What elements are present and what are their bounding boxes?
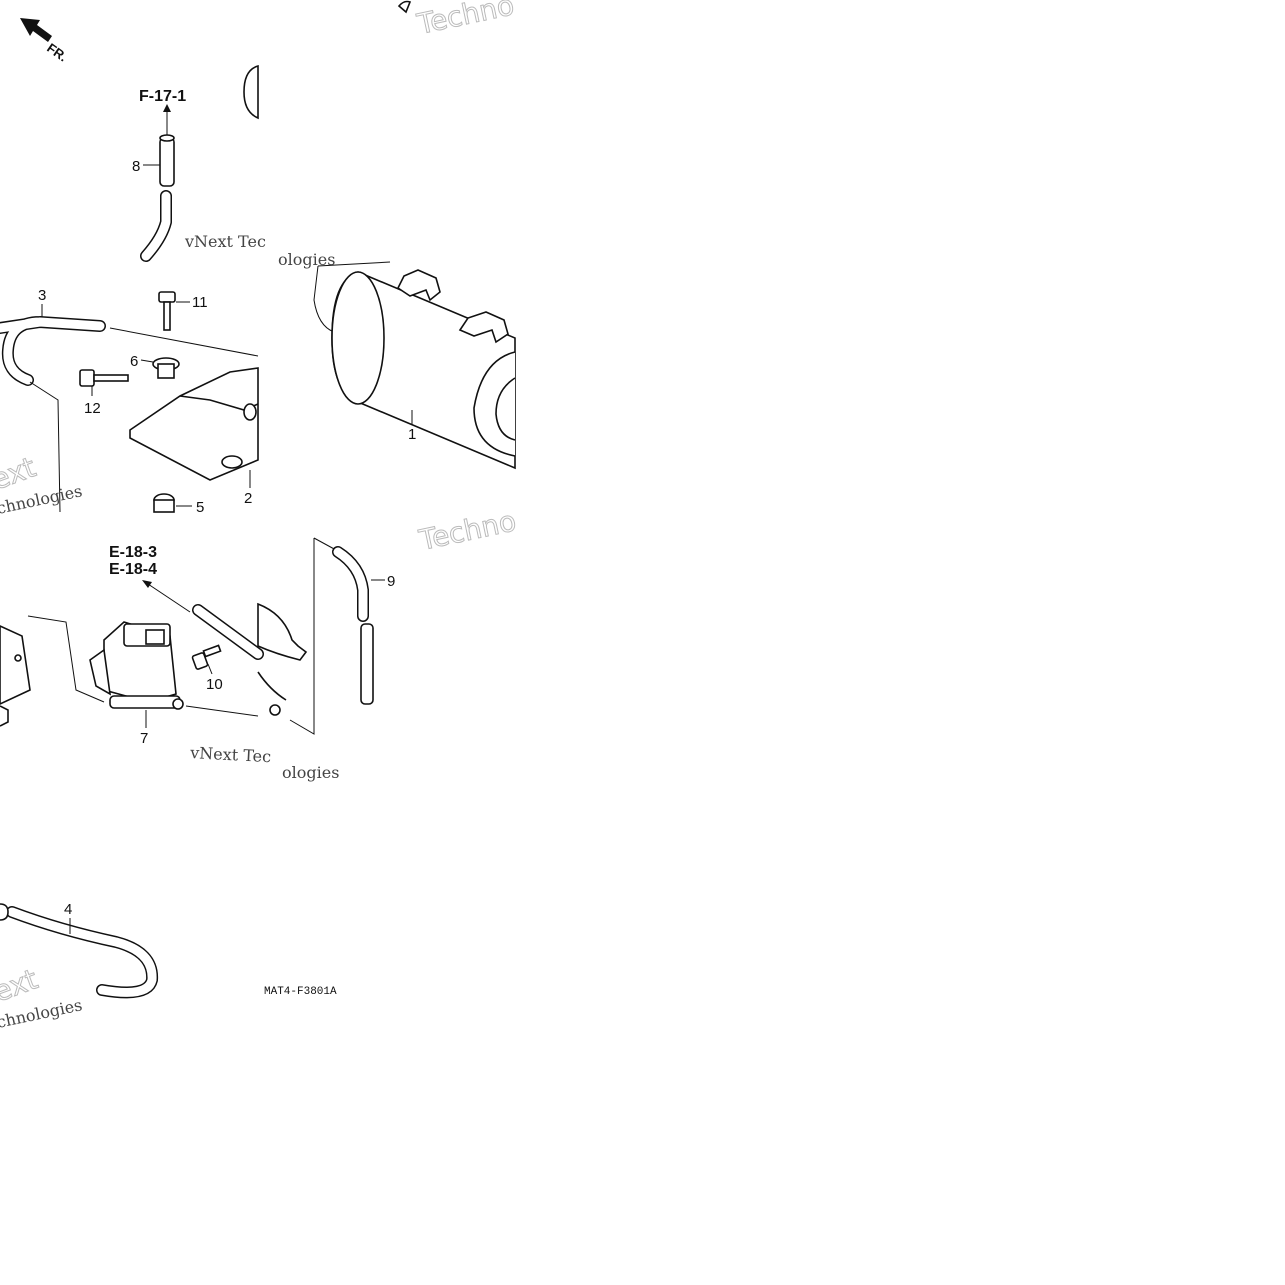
part-10-bolt	[191, 644, 222, 670]
callout-2: 2	[244, 490, 252, 507]
part-4-hose	[0, 903, 159, 999]
callout-5: 5	[196, 499, 204, 516]
front-direction-label: FR.	[44, 40, 70, 64]
callout-6: 6	[130, 353, 138, 370]
callout-12: 12	[84, 400, 101, 417]
part-6-nut	[152, 357, 180, 379]
part-12-bolt	[79, 369, 129, 387]
hose-straight	[192, 604, 264, 660]
part-2-bracket	[129, 367, 259, 481]
watermark-ologies-2: ologies	[282, 763, 339, 782]
part-11-bolt	[158, 291, 176, 331]
watermark-vnext-2: vNext Tec	[189, 743, 272, 766]
callout-1: 1	[408, 426, 416, 443]
part-1-canister	[331, 269, 516, 470]
watermark-ext-2: ext	[0, 962, 42, 1008]
part-5-grommet	[153, 493, 175, 513]
drawing-code: MAT4-F3801A	[264, 986, 337, 998]
watermark-ologies-1: ologies	[278, 250, 335, 269]
front-direction-arrow-icon: FR.	[20, 18, 70, 64]
watermark-vnext-1: vNext Tec	[184, 232, 266, 251]
callout-3: 3	[38, 287, 46, 304]
callout-4: 4	[64, 901, 72, 918]
watermark-ext-1: ext	[0, 450, 40, 496]
callout-8: 8	[132, 158, 140, 175]
part-9-hose	[332, 546, 374, 705]
part-3-hose	[0, 316, 106, 386]
callout-7: 7	[140, 730, 148, 747]
ref-f-17-1: F-17-1	[139, 88, 186, 105]
callout-10: 10	[206, 676, 223, 693]
callout-9: 9	[387, 573, 395, 590]
callout-11: 11	[192, 294, 208, 311]
watermark-techno-2: Techno	[416, 504, 519, 557]
ref-e-18-3: E-18-3	[109, 544, 157, 561]
part-8-hose	[159, 134, 175, 187]
watermark-techno-1: Techno	[414, 0, 517, 41]
part-7-solenoid-valve	[89, 621, 184, 710]
ref-e-18-4: E-18-4	[109, 561, 157, 578]
